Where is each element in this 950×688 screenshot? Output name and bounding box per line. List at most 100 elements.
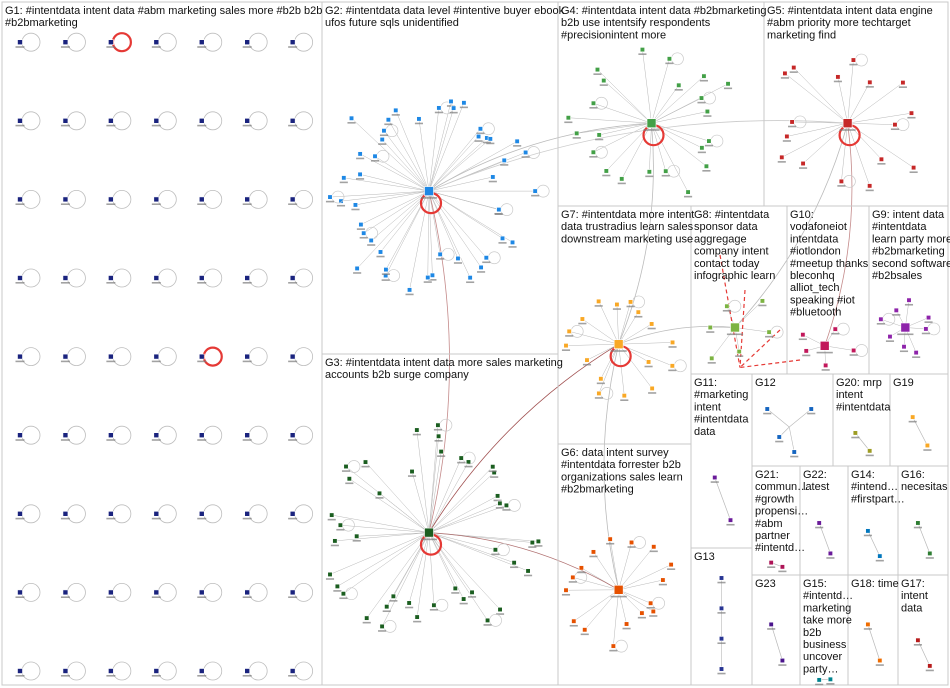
hub-node[interactable] xyxy=(839,118,856,131)
node[interactable] xyxy=(151,275,161,284)
node[interactable] xyxy=(778,657,787,666)
node[interactable] xyxy=(476,126,485,135)
node[interactable] xyxy=(564,115,573,124)
node[interactable] xyxy=(405,600,414,609)
node[interactable] xyxy=(60,668,70,677)
node[interactable] xyxy=(197,432,207,441)
node[interactable] xyxy=(697,145,706,154)
node[interactable] xyxy=(381,273,390,281)
node[interactable] xyxy=(336,522,345,531)
node[interactable] xyxy=(60,510,70,520)
node[interactable] xyxy=(620,393,629,401)
node[interactable] xyxy=(474,133,483,142)
node[interactable] xyxy=(865,448,874,457)
node[interactable] xyxy=(370,153,380,162)
node[interactable] xyxy=(865,183,874,192)
node[interactable] xyxy=(572,130,581,139)
node[interactable] xyxy=(877,156,886,165)
node[interactable] xyxy=(490,469,499,478)
node[interactable] xyxy=(242,118,252,127)
node[interactable] xyxy=(637,610,646,619)
node[interactable] xyxy=(568,574,577,583)
node[interactable] xyxy=(242,353,252,363)
node[interactable] xyxy=(589,100,598,109)
node[interactable] xyxy=(913,637,922,646)
node[interactable] xyxy=(899,344,909,353)
node[interactable] xyxy=(379,128,389,137)
node[interactable] xyxy=(151,668,161,677)
node[interactable] xyxy=(609,643,618,652)
node[interactable] xyxy=(356,151,365,160)
node[interactable] xyxy=(710,474,719,483)
node[interactable] xyxy=(423,274,432,283)
node[interactable] xyxy=(453,255,463,264)
node[interactable] xyxy=(913,520,922,529)
node[interactable] xyxy=(765,329,774,338)
node[interactable] xyxy=(15,39,25,48)
node[interactable] xyxy=(197,118,207,127)
node[interactable] xyxy=(15,432,25,441)
node[interactable] xyxy=(912,350,921,358)
node[interactable] xyxy=(345,476,354,485)
node[interactable] xyxy=(561,343,571,351)
node[interactable] xyxy=(594,390,603,399)
node[interactable] xyxy=(433,422,442,431)
node[interactable] xyxy=(622,621,631,630)
node[interactable] xyxy=(904,297,914,306)
node[interactable] xyxy=(909,165,918,174)
node[interactable] xyxy=(376,249,385,258)
node[interactable] xyxy=(495,500,504,509)
node[interactable] xyxy=(531,188,540,197)
node[interactable] xyxy=(798,332,807,341)
node[interactable] xyxy=(197,39,207,48)
node[interactable] xyxy=(649,608,658,617)
node[interactable] xyxy=(578,316,587,325)
node[interactable] xyxy=(717,636,726,645)
node[interactable] xyxy=(626,299,635,308)
node[interactable] xyxy=(351,202,360,211)
node[interactable] xyxy=(649,544,658,553)
node[interactable] xyxy=(717,605,726,614)
node[interactable] xyxy=(495,606,505,615)
node[interactable] xyxy=(15,196,25,205)
node[interactable] xyxy=(925,663,934,672)
node[interactable] xyxy=(197,275,207,284)
node[interactable] xyxy=(325,194,335,203)
node[interactable] xyxy=(589,149,598,158)
hub-node[interactable] xyxy=(610,339,627,352)
node[interactable] xyxy=(242,196,252,205)
node[interactable] xyxy=(339,591,348,600)
hub-node[interactable] xyxy=(897,322,914,336)
node[interactable] xyxy=(382,604,391,613)
node[interactable] xyxy=(106,589,116,598)
hub-node[interactable] xyxy=(726,322,744,336)
node[interactable] xyxy=(735,349,744,357)
node[interactable] xyxy=(60,196,70,205)
node[interactable] xyxy=(502,502,511,511)
node[interactable] xyxy=(638,47,647,55)
node[interactable] xyxy=(381,267,390,275)
node[interactable] xyxy=(327,512,336,521)
node[interactable] xyxy=(707,355,716,364)
node[interactable] xyxy=(799,160,808,169)
node[interactable] xyxy=(242,510,252,520)
node[interactable] xyxy=(726,517,735,526)
node[interactable] xyxy=(378,623,387,632)
node[interactable] xyxy=(885,334,895,342)
node[interactable] xyxy=(508,239,517,248)
node[interactable] xyxy=(890,122,900,131)
node[interactable] xyxy=(414,116,423,125)
node[interactable] xyxy=(347,115,356,124)
node[interactable] xyxy=(341,463,351,472)
node[interactable] xyxy=(826,550,835,559)
node[interactable] xyxy=(596,376,605,385)
node[interactable] xyxy=(486,136,495,145)
node[interactable] xyxy=(488,464,497,473)
node[interactable] xyxy=(582,357,592,366)
node[interactable] xyxy=(865,79,874,88)
node[interactable] xyxy=(352,533,361,542)
node[interactable] xyxy=(389,593,398,602)
hub-node[interactable] xyxy=(643,118,660,131)
node[interactable] xyxy=(197,353,207,363)
hub-node[interactable] xyxy=(420,527,438,541)
